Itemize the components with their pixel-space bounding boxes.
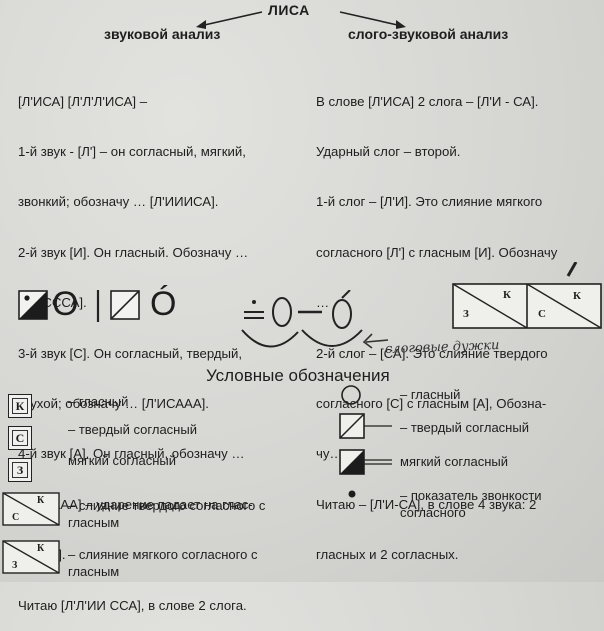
- vowel-o-symbol: О: [52, 285, 79, 323]
- text-line: согласного [Л'] с гласным [И]. Обозначу: [316, 244, 558, 260]
- legend-label: – слияние твердого согласного с гласным: [68, 498, 266, 530]
- text-line: 3-й звук [С]. Он согласный, твердый,: [18, 345, 243, 361]
- box-letter-s: С: [538, 308, 546, 320]
- legend-symbol-letter: С: [12, 430, 28, 446]
- legend-right-symbols: [339, 385, 392, 498]
- soft-consonant-legend-symbol: З: [8, 458, 32, 482]
- text-line: 2-й звук [И]. Он гласный. Обозначу …: [18, 244, 249, 260]
- legend-label: мягкий согласный: [68, 453, 176, 468]
- legend-symbol-letter: С: [12, 512, 20, 523]
- sound-analysis-heading: звуковой анализ: [104, 26, 221, 42]
- text-line: звонкий; обозначу … [Л'ИИИСА].: [18, 194, 219, 210]
- text-line: Ударный слог – второй.: [316, 143, 461, 159]
- text-line: [Л'ИСА] [Л'Л'Л'ИСА] –: [18, 93, 148, 109]
- box-letter-k: К: [503, 289, 511, 301]
- text-line: 4-й звук [А]. Он гласный, обозначу …: [18, 446, 245, 462]
- syllable-analysis-text: В слове [Л'ИСА] 2 слога – [Л'И - СА]. Уд…: [316, 60, 600, 581]
- legend-label: – твердый согласный: [68, 422, 197, 437]
- legend-label: – слияние мягкого согласного с гласным: [68, 547, 258, 579]
- legend-symbol-letter: З: [12, 462, 28, 478]
- box-letter-z: З: [463, 308, 469, 320]
- text-line: …: [316, 295, 330, 311]
- legend-label: – показатель звонкости согласного: [400, 488, 542, 520]
- legend-label: – гласный: [400, 387, 461, 402]
- legend-symbol-letter: К: [12, 398, 28, 414]
- text-line: 1-й звук - [Л'] – он согласный, мягкий,: [18, 143, 246, 159]
- hard-fusion-legend-symbol: [2, 492, 60, 526]
- heading-arrows: [196, 11, 406, 29]
- text-line: Читаю – [Л'И-СА], в слове 4 звука: 2: [316, 496, 537, 512]
- text-line: Читаю [Л'Л'ИИ ССА], в слове 2 слога.: [18, 597, 247, 613]
- syllable-arcs-scheme: [241, 290, 363, 348]
- legend-label: мягкий согласный: [400, 454, 508, 469]
- handwritten-arrow-icon: [362, 333, 389, 349]
- text-line: 1-й слог – [Л'И]. Это слияние мягкого: [316, 194, 543, 210]
- vowel-circle-icon: [341, 385, 361, 405]
- syllable-sound-analysis-heading: слого-звуковой анализ: [348, 26, 509, 42]
- vowel-legend-symbol: К: [8, 394, 32, 418]
- legend-title: Условные обозначения: [206, 366, 390, 385]
- legend-symbol-letter: К: [37, 495, 45, 506]
- hard-consonant-symbol: [110, 290, 140, 320]
- legend-label: – гласный: [68, 394, 129, 409]
- text-line: В слове [Л'ИСА] 2 слога – [Л'И - СА].: [316, 93, 539, 109]
- hard-consonant-legend-symbol: С: [8, 426, 32, 450]
- text-line: глухой; обозначу … [Л'ИСААА].: [18, 395, 209, 411]
- page-title: ЛИСА: [268, 2, 310, 18]
- sound-scheme: [18, 290, 140, 322]
- soft-fusion-legend-symbol: [2, 540, 60, 574]
- text-line: гласных и 2 согласных.: [316, 547, 459, 563]
- syllable-boxes-scheme: [452, 262, 602, 329]
- stressed-vowel-symbol: Ó: [150, 285, 177, 323]
- voiced-dot-icon: [348, 490, 356, 498]
- soft-consonant-symbol: [18, 290, 48, 320]
- legend-symbol-letter: К: [37, 543, 45, 554]
- text-line: 2-й слог – [СА]. Это слияние твердого: [316, 345, 548, 361]
- box-letter-k: К: [573, 290, 581, 302]
- legend-label: – твердый согласный: [400, 420, 529, 435]
- legend-symbol-letter: З: [12, 560, 18, 571]
- text-line: чу…: [316, 446, 343, 462]
